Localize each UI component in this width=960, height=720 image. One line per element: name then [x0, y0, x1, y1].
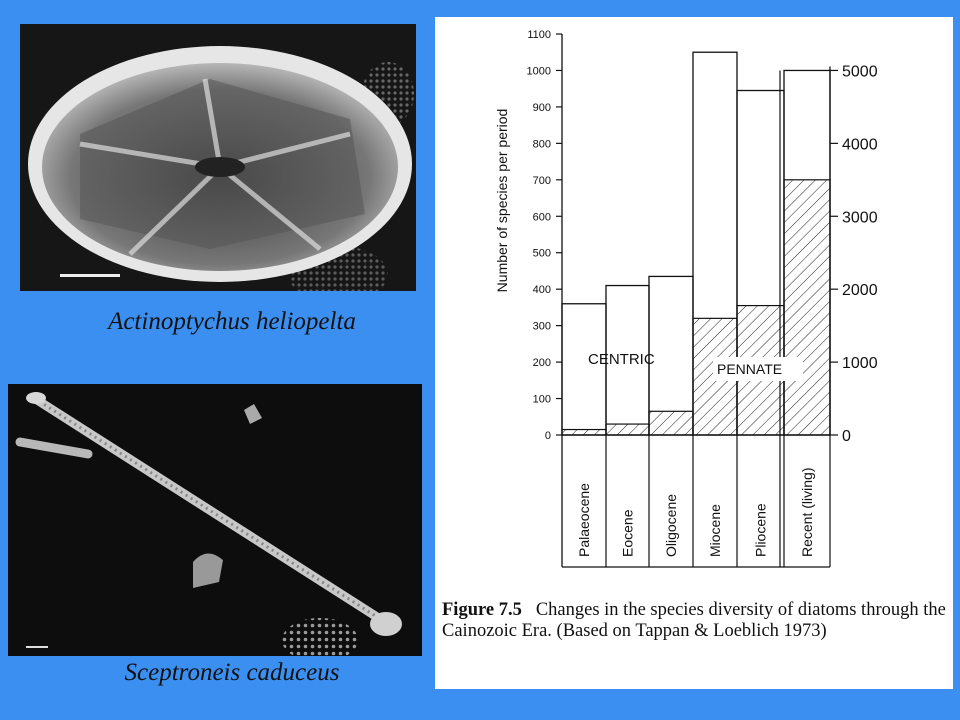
y-tick-label: 200: [533, 357, 551, 369]
y-tick-label: 700: [533, 175, 551, 187]
y-tick-label: 300: [533, 321, 551, 333]
y-tick-label: 900: [533, 102, 551, 114]
centric-bar: [561, 303, 607, 436]
diversity-chart: 0 100 200 300 400 500 600 700 800 900 1000 1100Numb…: [494, 29, 878, 568]
series-label-centric: CENTRIC: [588, 351, 655, 368]
y2-tick-label: 0: [842, 428, 851, 445]
x-tick-label: Eocene: [620, 509, 636, 557]
y2-tick-label: 2000: [842, 282, 878, 299]
y-tick-label: 1000: [527, 65, 551, 77]
sceptroneis-micrograph: [8, 384, 422, 656]
pennate-label-bg: [713, 357, 803, 381]
y-tick-label: 1100: [527, 29, 551, 41]
y2-tick-label: 3000: [842, 209, 878, 226]
figure-caption-text: Changes in the species diversity of diat…: [442, 600, 946, 641]
y2-tick-label: 4000: [842, 136, 878, 153]
pennate-bar: [561, 428, 607, 436]
actinoptychus-micrograph: [20, 24, 416, 291]
y-tick-label: 500: [533, 248, 551, 260]
y-tick-label: 100: [533, 394, 551, 406]
figure-number: Figure 7.5: [442, 600, 522, 620]
y-tick-label: 600: [533, 211, 551, 223]
pennate-bar: [605, 423, 650, 436]
y-axis-label: Number of species per period: [494, 109, 510, 293]
x-tick-label: Recent (living): [799, 468, 815, 557]
bottom-micrograph-caption: Sceptroneis caduceus: [124, 659, 340, 686]
top-micrograph-caption: Actinoptychus heliopelta: [108, 308, 356, 335]
y-tick-label: 0: [545, 430, 551, 442]
y-tick-label: 800: [533, 138, 551, 150]
x-tick-label: Oligocene: [663, 494, 679, 557]
series-label-pennate: PENNATE: [717, 361, 782, 377]
y-tick-label: 400: [533, 284, 551, 296]
y2-tick-label: 5000: [842, 63, 878, 80]
x-tick-label: Miocene: [707, 504, 723, 557]
pennate-bar: [648, 410, 694, 436]
x-tick-label: Pliocene: [753, 503, 769, 557]
pennate-bar: [783, 179, 831, 436]
x-tick-label: Palaeocene: [576, 483, 592, 557]
y2-tick-label: 1000: [842, 355, 878, 372]
